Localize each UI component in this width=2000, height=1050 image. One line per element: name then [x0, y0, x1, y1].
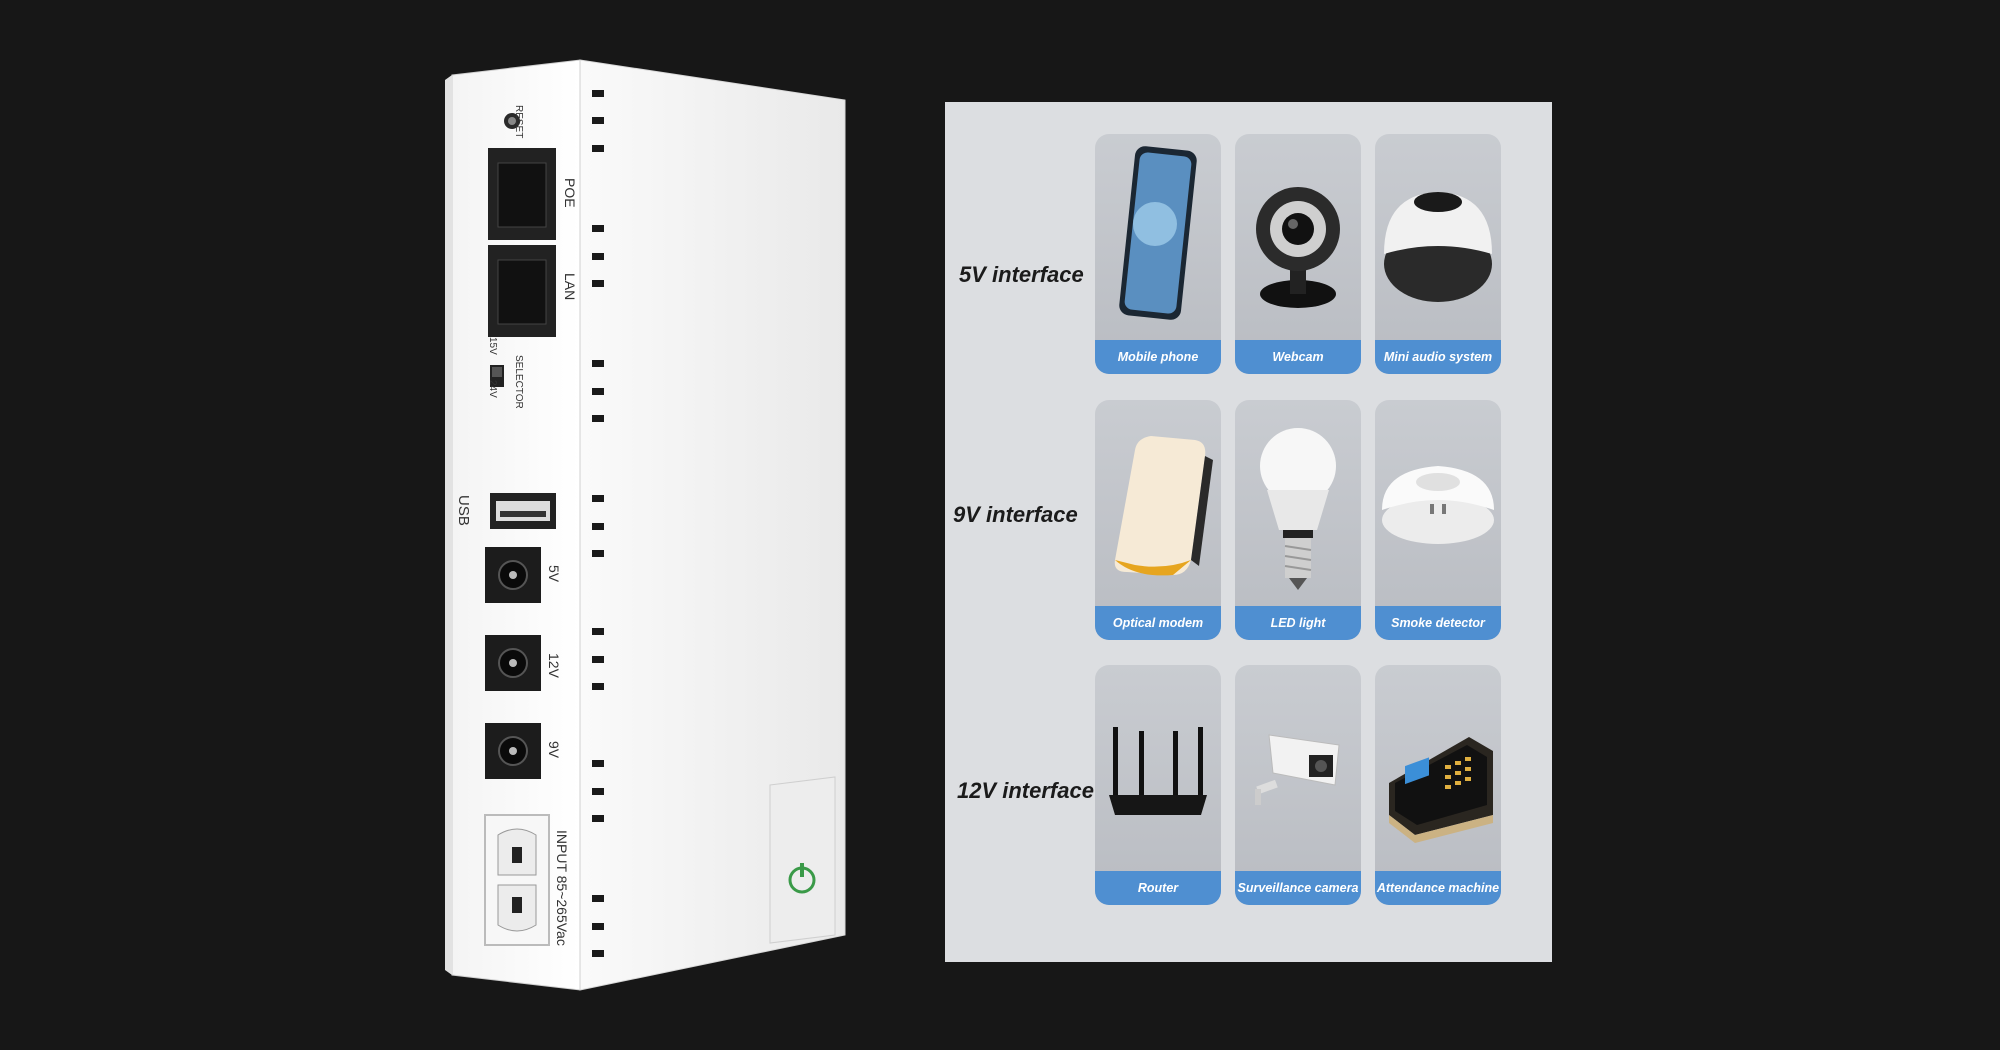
- device-card-led-light: LED light: [1235, 400, 1361, 640]
- row-label-12v: 12V interface: [957, 778, 1094, 803]
- card-caption: Router: [1095, 871, 1221, 905]
- row-label-5v: 5V interface: [959, 262, 1084, 287]
- reset-label: RESET: [513, 105, 524, 139]
- card-caption: Webcam: [1235, 340, 1361, 374]
- dc-12v-label: 12V: [546, 653, 562, 678]
- device-card-webcam: Webcam: [1235, 134, 1361, 374]
- selector-24v-label: 24V: [487, 380, 498, 398]
- router-icon: [1109, 727, 1207, 815]
- interface-compatibility-panel: 5V interface Mobile phone Webcam Mini au…: [945, 102, 1552, 962]
- mini-ups-device: RESET POE LAN 15V SELECTOR 24V USB 5V 12…: [440, 55, 860, 995]
- speaker-icon: [1384, 192, 1492, 302]
- card-caption: Smoke detector: [1375, 606, 1501, 640]
- device-card-router: Router: [1095, 665, 1221, 905]
- poe-port-label: POE: [562, 178, 578, 208]
- card-caption: Optical modem: [1095, 606, 1221, 640]
- attendance-machine-icon: [1389, 737, 1493, 843]
- selector-15v-label: 15V: [487, 337, 498, 355]
- device-card-smoke-detector: Smoke detector: [1375, 400, 1501, 640]
- device-card-attendance-machine: Attendance machine: [1375, 665, 1501, 905]
- device-card-mobile-phone: Mobile phone: [1095, 134, 1221, 374]
- mobile-phone-icon: [1119, 146, 1197, 320]
- card-caption: Attendance machine: [1375, 871, 1501, 905]
- dc-5v-label: 5V: [546, 565, 562, 583]
- webcam-icon: [1256, 187, 1340, 308]
- device-card-mini-audio-system: Mini audio system: [1375, 134, 1501, 374]
- modem-icon: [1114, 436, 1213, 576]
- device-body-illustration: [445, 59, 846, 991]
- bulb-icon: [1260, 428, 1336, 590]
- device-card-surveillance-camera: Surveillance camera: [1235, 665, 1361, 905]
- dc-9v-label: 9V: [546, 741, 562, 759]
- lan-port-label: LAN: [562, 273, 578, 301]
- selector-label: SELECTOR: [513, 355, 524, 409]
- cctv-camera-icon: [1255, 734, 1340, 805]
- card-caption: Mobile phone: [1095, 340, 1221, 374]
- smoke-detector-icon: [1382, 466, 1494, 544]
- card-caption: LED light: [1235, 606, 1361, 640]
- row-label-9v: 9V interface: [953, 502, 1078, 527]
- device-card-optical-modem: Optical modem: [1095, 400, 1221, 640]
- ac-input-label: INPUT 85~265Vac: [554, 830, 570, 946]
- card-caption: Surveillance camera: [1235, 871, 1361, 905]
- card-caption: Mini audio system: [1375, 340, 1501, 374]
- usb-port-label: USB: [455, 495, 472, 526]
